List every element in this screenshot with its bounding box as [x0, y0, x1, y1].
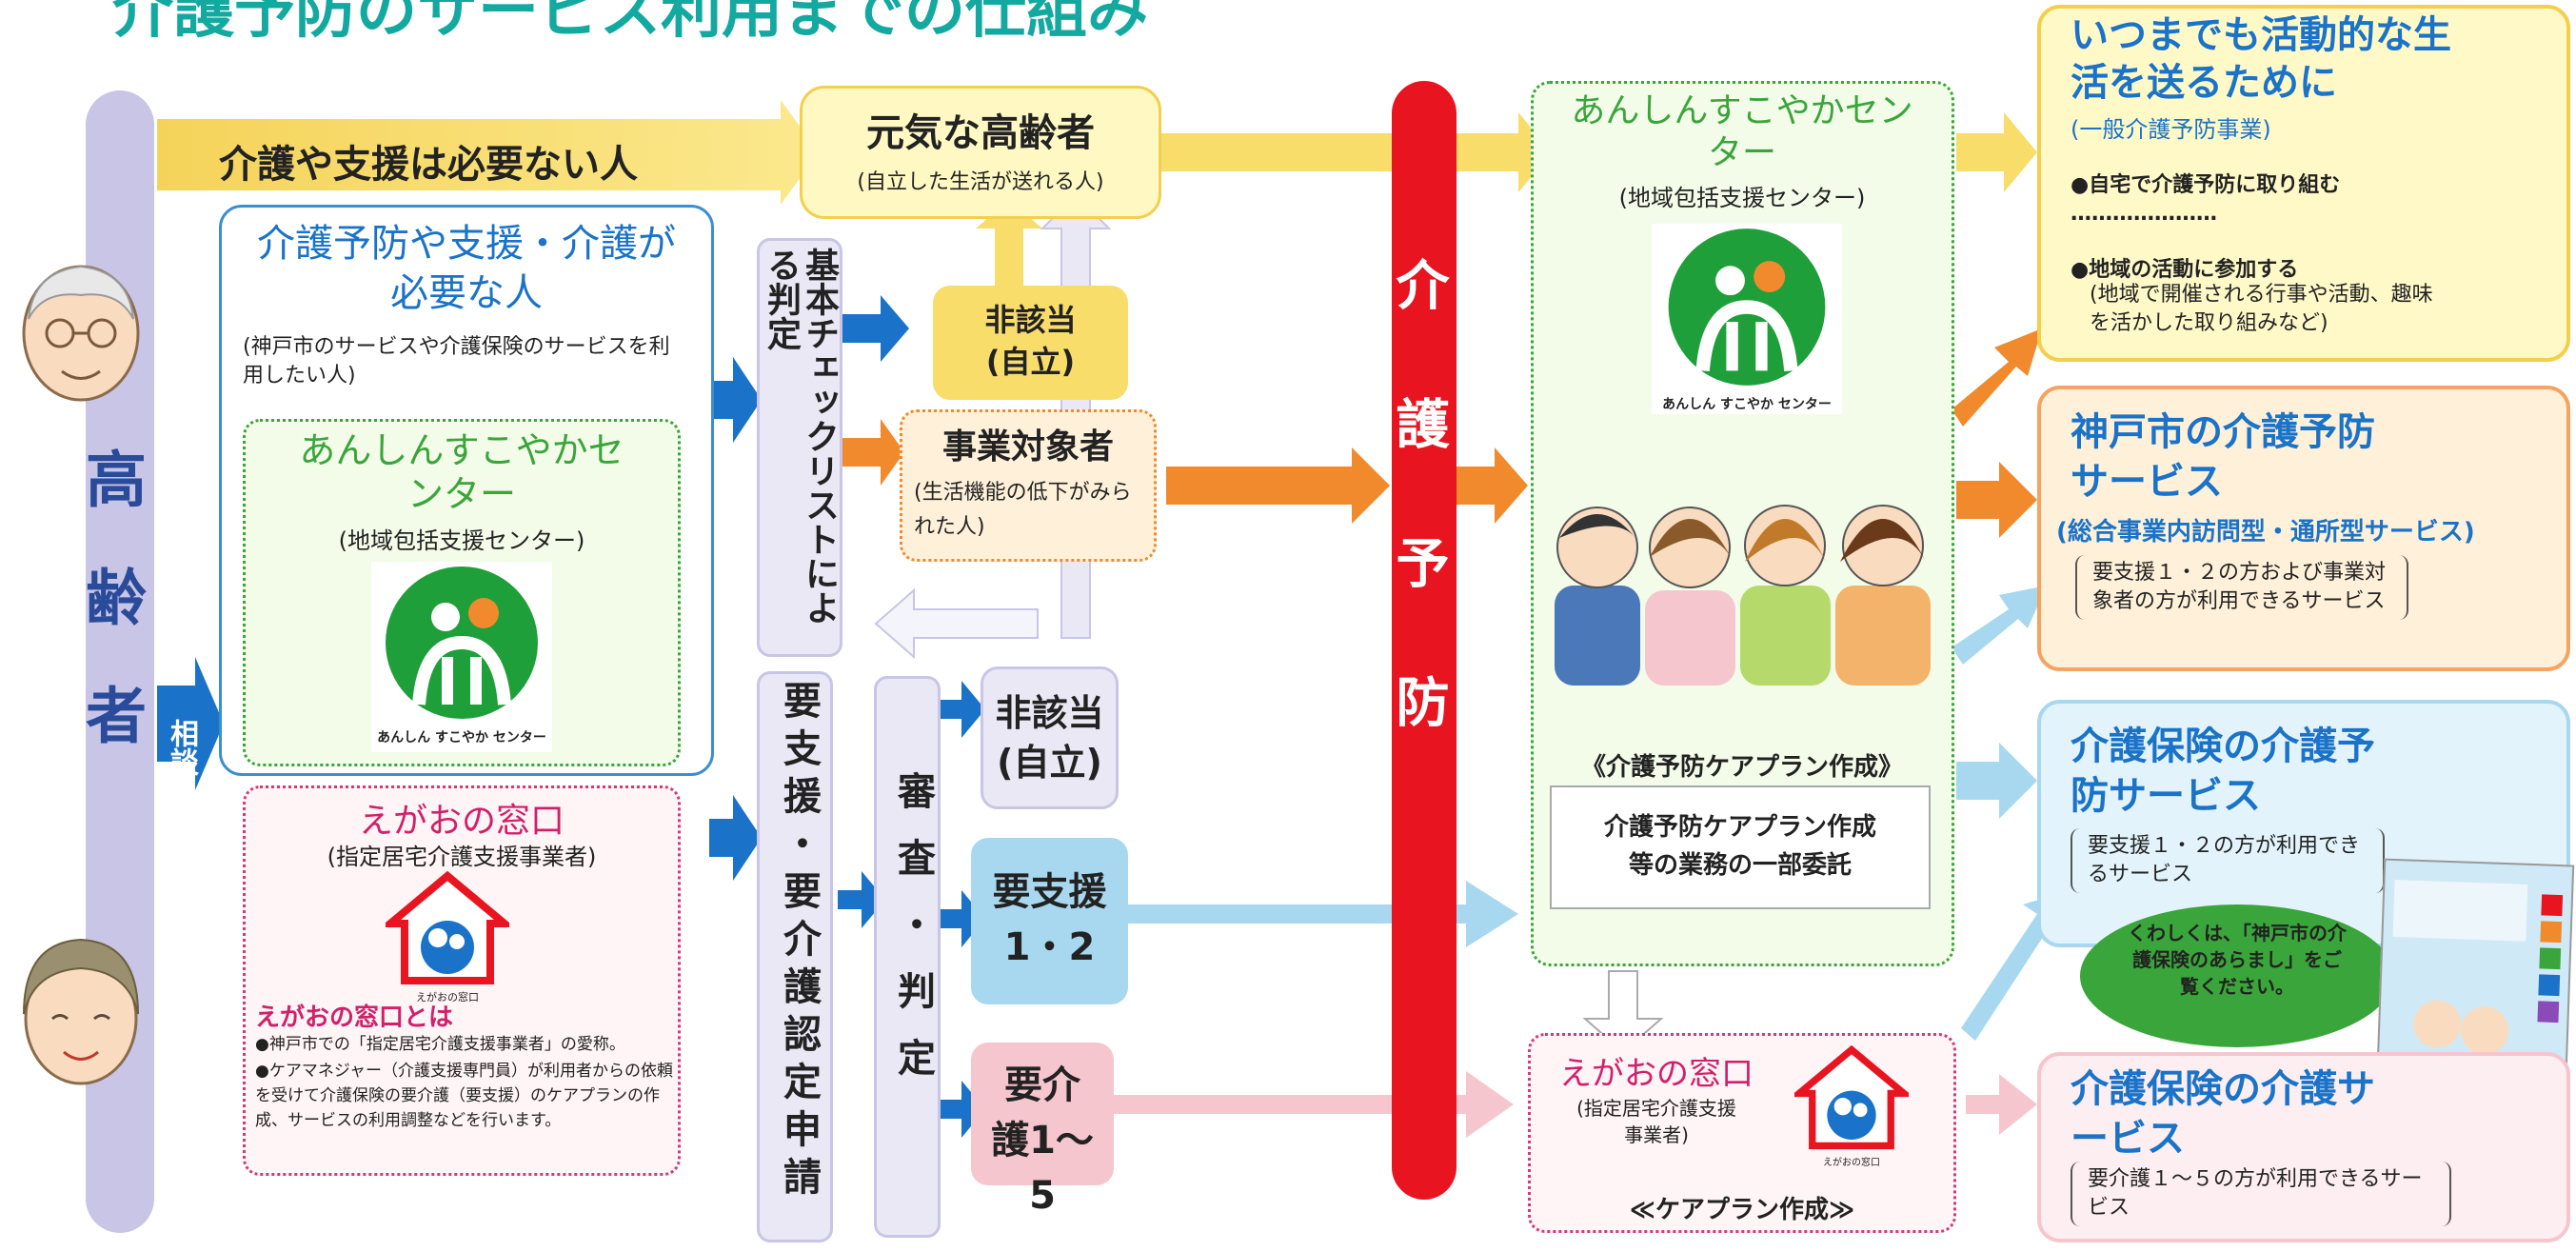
yokaigo-label: 要介護1〜5 — [991, 1063, 1094, 1218]
outcome-1-title: いつまでも活動的な生活を送るために — [2071, 13, 2451, 105]
consult-label: 相談 — [165, 719, 198, 776]
blue-arrow-check-to-gaito — [842, 295, 909, 362]
jigyo-sub: (生活機能の低下がみられた人) — [914, 481, 1132, 539]
anshin-right-title: あんしんすこやかセンター — [1571, 91, 1913, 172]
outcome-4-title: 介護保険の介護サービス — [2071, 1067, 2375, 1161]
elderly-man-illustration — [14, 252, 148, 405]
egao-right-logo-caption: えがおの窓口 — [1823, 1158, 1880, 1168]
prevention-bar — [1392, 81, 1456, 1200]
egao-bullet-2: ●ケアマネジャー（介護支援専門員）が利用者からの依頼を受けて介護保険の要介護（要… — [255, 1062, 673, 1130]
lightblue-arrow-to-o3 — [1956, 743, 2037, 819]
anshin-logo-right: あんしん すこやか センター — [1652, 224, 1842, 414]
outcome-1-sub: (一般介護予防事業) — [2071, 116, 2271, 143]
egao-about-title: えがおの窓口とは — [255, 1004, 454, 1032]
anshin-logo-caption: あんしん すこやか センター — [377, 730, 546, 745]
review-column — [874, 676, 941, 1238]
jigyo-box — [900, 409, 1157, 562]
blue-arrow-app-to-review — [838, 871, 885, 928]
egao-logo-left: えがおの窓口 — [379, 870, 516, 1004]
outcome-3-title: 介護保険の介護予防サービス — [2071, 725, 2375, 818]
lightblue-arrow-yoshien — [1123, 881, 1518, 947]
white-back-arrow — [874, 587, 1039, 660]
no-need-label: 介護や支援は必要ない人 — [219, 143, 638, 187]
gaito-box-1: 非該当(自立) — [933, 286, 1128, 400]
jigyo-title: 事業対象者 — [941, 427, 1114, 467]
staff-illustration — [1550, 481, 1940, 686]
anshin-right-logo-caption: あんしん すこやか センター — [1662, 397, 1832, 412]
orange-arrow-check-to-jigyo — [842, 419, 904, 486]
blue-arrow-review-to-gaito2 — [938, 681, 985, 738]
orange-arrow-bar-to-center — [1452, 447, 1528, 524]
checklist-column — [757, 238, 842, 657]
review-label: 審査・判定 — [891, 771, 935, 1104]
top-yellow-arrow-2 — [1157, 112, 1552, 192]
outcome-1-box — [2037, 5, 2570, 362]
orange-arrow-jigyo-to-bar — [1166, 447, 1390, 524]
application-column — [757, 671, 833, 1242]
anshin-right-sub: (地域包括支援センター) — [1618, 185, 1866, 211]
outcome-1-bullet-1: ●自宅で介護予防に取り組む ………………… — [2071, 173, 2341, 226]
blue-arrow-consult — [157, 657, 224, 790]
careplan-box-text: 介護予防ケアプラン作成等の業務の一部委託 — [1603, 813, 1876, 880]
need-support-sub: (神戸市のサービスや介護保険のサービスを利用したい人) — [243, 335, 670, 388]
pink-arrow-yokaigo — [1109, 1071, 1514, 1138]
genki-sub: (自立した生活が送れる人) — [857, 170, 1104, 194]
top-yellow-band — [157, 100, 819, 205]
egao-bullet-1: ●神戸市での「指定居宅介護支援事業者」の愛称。 — [255, 1035, 625, 1054]
lightblue-arrow-to-o2 — [1952, 586, 2047, 665]
outcome-1-bullet-2-sub: (地域で開催される行事や活動、趣味を活かした取り組みなど) — [2090, 283, 2433, 335]
brochure-image — [2375, 858, 2575, 1099]
blue-arrow-egao-to-app — [709, 795, 762, 881]
page-title: 介護予防のサービス利用までの仕組み — [112, 0, 1148, 47]
genki-box: 元気な高齢者 (自立した生活が送れる人) — [800, 86, 1161, 219]
blue-arrow-need-to-check — [709, 357, 762, 443]
outcome-2-sub: (総合事業内訪問型・通所型サービス) — [2056, 518, 2475, 547]
outcome-3-note: 要支援１・２の方が利用できるサービス — [2071, 828, 2385, 893]
anshin-left-sub: (地域包括支援センター) — [338, 527, 585, 554]
application-label: 要支援・要介護認定申請 — [777, 681, 821, 1204]
elderly-woman-illustration — [14, 928, 148, 1090]
elderly-label: 高齢者 — [75, 447, 146, 802]
orange-arrow-up-o1 — [1952, 328, 2042, 427]
yoshien-label: 要支援1・2 — [992, 870, 1107, 969]
callout-text: くわしくは、「神戸市の介護保険のあらまし」をご覧ください。 — [2128, 922, 2347, 998]
pink-arrow-to-o4 — [1966, 1074, 2037, 1135]
checklist-label: 基本チェックリストによる判定 — [762, 248, 839, 625]
egao-left-sub: (指定居宅介護支援事業者) — [327, 844, 597, 870]
orange-arrow-to-o2 — [1956, 462, 2037, 538]
outcome-4-box — [2037, 1052, 2570, 1242]
egao-right-title: えがおの窓口 — [1559, 1055, 1754, 1093]
egao-logo-right: えがおの窓口 — [1789, 1044, 1914, 1168]
anshin-logo-left: あんしん すこやか センター — [371, 562, 552, 752]
outcome-1-bullet-2: ●地域の活動に参加する — [2071, 258, 2299, 282]
egao-logo-caption: えがおの窓口 — [416, 991, 479, 1004]
outcome-2-title: 神戸市の介護予防サービス — [2071, 410, 2375, 504]
gaito-2-label: 非該当(自立) — [995, 692, 1104, 784]
genki-title: 元気な高齢者 — [866, 111, 1095, 155]
egao-left-title: えがおの窓口 — [358, 802, 565, 841]
need-support-title: 介護予防や支援・介護が必要な人 — [257, 222, 676, 315]
outcome-4-note: 要介護１〜５の方が利用できるサービス — [2071, 1162, 2451, 1226]
egao-right-sub: (指定居宅介護支援事業者) — [1576, 1097, 1736, 1146]
up-arrow-1 — [976, 200, 1042, 286]
yokaigo-box: 要介護1〜5 — [971, 1043, 1114, 1218]
prevention-label: 介護予防 — [1387, 257, 1449, 813]
egao-right-footer: ≪ケアプラン作成≫ — [1629, 1196, 1855, 1224]
careplan-box: 介護予防ケアプラン作成等の業務の一部委託 — [1550, 785, 1931, 909]
outcome-2-note: 要支援１・２の方および事業対象者の方が利用できるサービス — [2075, 555, 2408, 620]
anshin-left-title: あんしんすこやかセンター — [299, 429, 624, 515]
top-yellow-arrow-3 — [1956, 112, 2037, 192]
gaito-box-2: 非該当(自立) — [981, 666, 1119, 809]
gaito-1-label: 非該当(自立) — [984, 302, 1077, 380]
careplan-heading: 《介護予防ケアプラン作成》 — [1580, 753, 1903, 782]
callout-bubble: くわしくは、「神戸市の介護保険のあらまし」をご覧ください。 — [2080, 904, 2394, 1047]
yoshien-box: 要支援1・2 — [971, 838, 1128, 1004]
outcome-2-box — [2037, 386, 2570, 671]
